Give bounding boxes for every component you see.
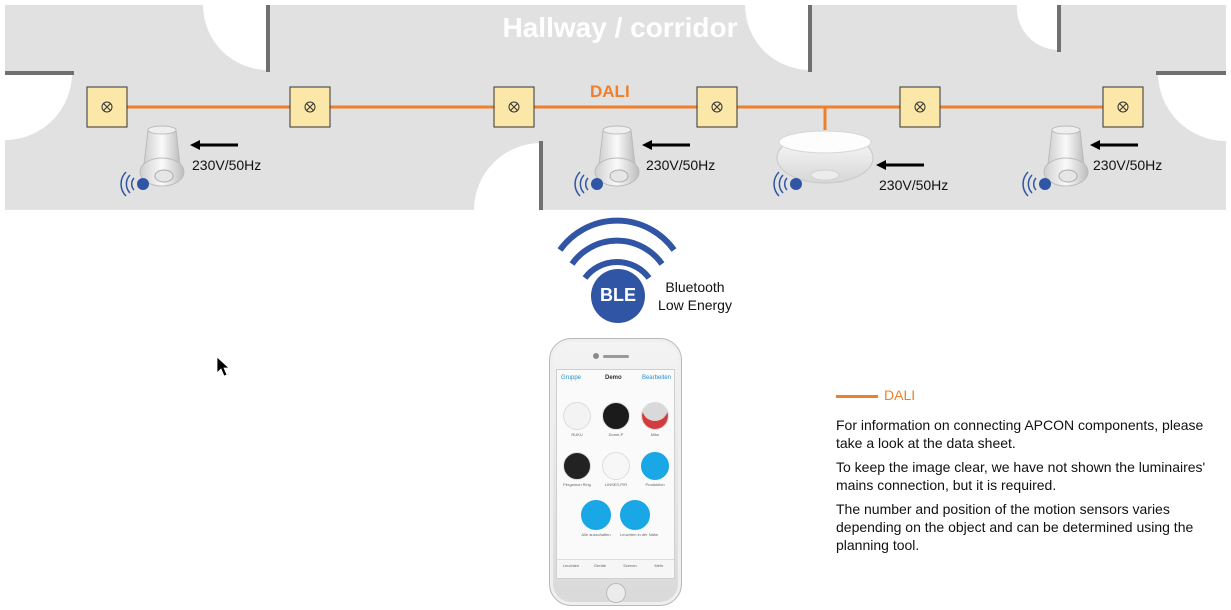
app-group-link[interactable]: Gruppe [561,375,582,381]
app-action-2[interactable]: Leuchten in der Nähe [620,500,659,537]
app-edit-link[interactable]: Bearbeiten [641,375,671,381]
app-title: Demo [605,375,622,381]
luminaire-5 [899,86,941,128]
door-top-3 [1016,5,1061,52]
legend: DALI [836,387,915,403]
group-icon [641,452,669,480]
app-tile-label: Mike [650,432,660,437]
luminaire-icon [563,402,591,430]
app-tile-4[interactable]: Pergamon Ring [562,452,592,487]
app-tile-5[interactable]: LINSES-PIR [601,452,631,487]
app-tile-label: Produktion [645,482,665,487]
mains-arrow-3 [876,160,924,170]
tab-lights[interactable]: Leuchten [562,563,580,568]
smartphone: Gruppe Demo Bearbeiten RUKU Dome-P Mike … [549,338,682,606]
mains-arrow-2 [642,140,690,150]
motion-sensor-2 [574,125,640,197]
motion-sensor-1 [120,125,185,197]
mouse-cursor-icon [216,356,231,377]
luminaire-3 [493,86,535,128]
door-left [5,71,74,140]
mains-label-2: 230V/50Hz [646,157,716,173]
legend-dali-swatch [836,394,878,398]
tab-more[interactable]: Mehr [654,563,664,568]
motion-sensor-3-disc [773,130,874,197]
mains-arrow-1 [190,140,238,150]
tab-devices[interactable]: Geräte [593,563,607,568]
app-action-label: Alle ausschalten [581,532,611,537]
app-tile-label: RUKU [571,432,583,437]
luminaire-icon [563,452,591,480]
luminaire-icon [602,402,630,430]
app-tile-label: Pergamon Ring [563,482,591,487]
ble-caption-line1: Bluetooth [665,279,725,295]
legend-dali-label: DALI [884,387,916,403]
ble-caption-line2: Low Energy [658,297,732,313]
app-tile-label: LINSES-PIR [604,482,628,487]
info-paragraph-3: The number and position of the motion se… [836,501,1194,553]
door-right [1156,71,1226,141]
mains-label-4: 230V/50Hz [1093,157,1163,173]
luminaire-4 [696,86,738,128]
tab-scenes[interactable]: Szenen [623,563,637,568]
dali-bus-label: DALI [590,82,630,101]
app-action-1[interactable]: Alle ausschalten [581,500,611,537]
phone-speaker [603,355,629,358]
info-text: For information on connecting APCON comp… [836,416,1206,560]
luminaire-icon [641,402,669,430]
luminaire-2 [289,86,331,128]
door-top-2 [745,5,812,72]
mains-label-1: 230V/50Hz [192,157,262,173]
app-tile-1[interactable]: RUKU [562,402,592,437]
nearby-icon [620,500,650,530]
motion-sensor-4 [1022,125,1089,197]
luminaire-icon [602,452,630,480]
app-tile-2[interactable]: Dome-P [601,402,631,437]
info-paragraph-1: For information on connecting APCON comp… [836,417,1204,451]
app-tile-label: Dome-P [608,432,624,437]
phone-camera [593,353,599,359]
info-paragraph-2: To keep the image clear, we have not sho… [836,459,1206,493]
app-screen: Gruppe Demo Bearbeiten RUKU Dome-P Mike … [556,369,675,579]
app-tile-6[interactable]: Produktion [640,452,670,487]
app-tile-3[interactable]: Mike [640,402,670,437]
app-tab-bar: Leuchten Geräte Szenen Mehr [557,559,674,578]
app-action-label: Leuchten in der Nähe [620,532,659,537]
mains-arrow-4 [1090,140,1138,150]
door-bottom [474,141,543,210]
ble-caption: Bluetooth Low Energy [650,278,740,314]
app-header: Gruppe Demo Bearbeiten [557,370,674,386]
ble-badge: BLE [600,285,636,305]
luminaire-1 [86,86,128,128]
door-top-1 [203,5,270,72]
mains-label-3: 230V/50Hz [879,177,949,193]
luminaire-6 [1102,86,1144,128]
diagram-title: Hallway / corridor [502,12,738,43]
home-button[interactable] [606,583,626,603]
power-icon [581,500,611,530]
bluetooth-signal-icon [557,217,677,323]
